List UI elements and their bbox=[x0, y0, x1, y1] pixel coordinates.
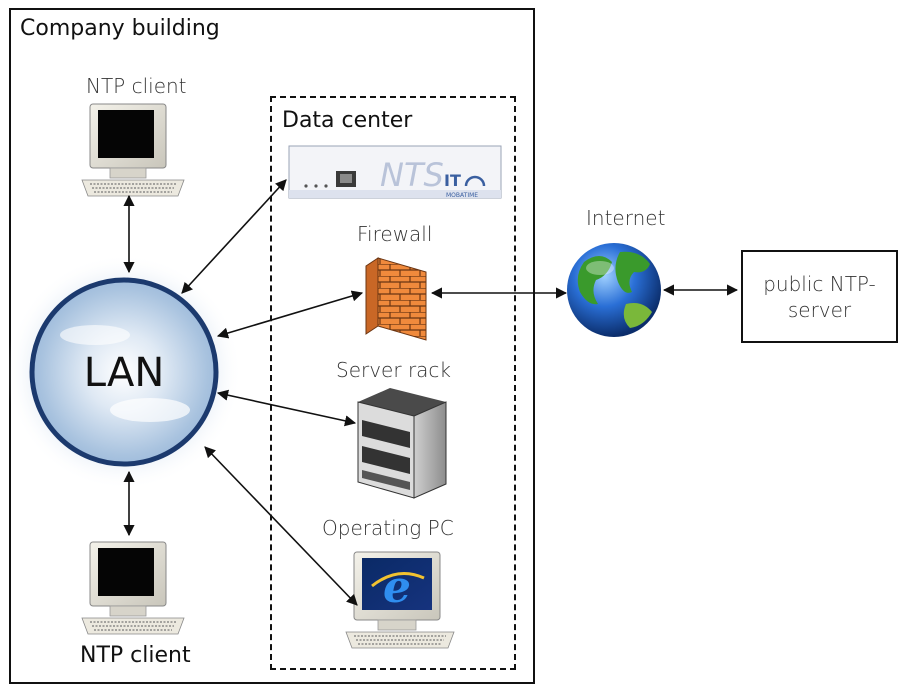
public-ntp-server-box: public NTP- server bbox=[741, 250, 898, 343]
svg-text:e: e bbox=[383, 562, 411, 613]
arrow-lan-server-rack bbox=[216, 389, 357, 427]
ntp-client-top-computer-icon bbox=[81, 103, 185, 197]
ntp-server-appliance-icon: NTS IT MOBATIME bbox=[288, 145, 502, 199]
firewall-label: Firewall bbox=[357, 222, 433, 246]
data-center-frame bbox=[270, 96, 516, 670]
arrow-lan-firewall bbox=[216, 290, 364, 339]
connection-arrows bbox=[123, 179, 739, 606]
operating-pc-icon: e bbox=[345, 551, 455, 649]
internet-label: Internet bbox=[586, 206, 666, 230]
public-ntp-server-label-line1: public NTP- bbox=[763, 271, 876, 296]
ntp-client-bottom-label: NTP client bbox=[80, 643, 191, 668]
firewall-brick-wall-icon bbox=[365, 257, 427, 341]
arrow-lan-operating-pc bbox=[204, 446, 358, 606]
company-building-label: Company building bbox=[20, 16, 220, 41]
svg-text:MOBATIME: MOBATIME bbox=[446, 192, 478, 199]
data-center-label: Data center bbox=[282, 108, 413, 133]
server-rack-icon bbox=[357, 388, 447, 499]
ntp-client-top-label: NTP client bbox=[86, 74, 187, 98]
lan-label: LAN bbox=[84, 350, 165, 396]
internet-globe-icon bbox=[567, 243, 661, 337]
public-ntp-server-label-line2: server bbox=[787, 297, 852, 322]
lan-cloud-icon bbox=[6, 254, 242, 490]
svg-text:NTS: NTS bbox=[380, 156, 444, 194]
arrow-lan-ntp-server bbox=[181, 179, 287, 294]
ntp-client-bottom-computer-icon bbox=[81, 541, 185, 635]
svg-text:IT: IT bbox=[444, 171, 461, 190]
server-rack-label: Server rack bbox=[336, 358, 451, 382]
